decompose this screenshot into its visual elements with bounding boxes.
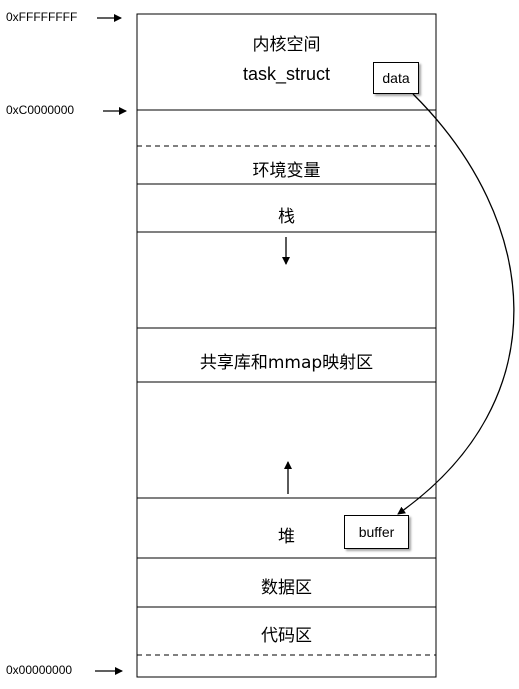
data-box: data [373,62,419,94]
kernel-space-label: 内核空间 [252,35,321,55]
code-segment-label: 代码区 [261,626,312,646]
heap-label: 堆 [278,527,295,547]
task-struct-label: task_struct [242,64,331,84]
buffer-box: buffer [344,515,409,549]
shared-mmap-label: 共享库和mmap映射区 [199,353,374,373]
address-kernel-label: 0xC0000000 [6,103,75,117]
pointer-curve-arrow [397,93,515,515]
data-segment-label: 数据区 [261,578,312,598]
stack-label: 栈 [278,207,295,227]
address-bottom-label: 0x00000000 [6,663,73,677]
env-vars-label: 环境变量 [252,161,321,181]
memory-column [136,13,437,678]
address-top-label: 0xFFFFFFFF [6,10,78,24]
